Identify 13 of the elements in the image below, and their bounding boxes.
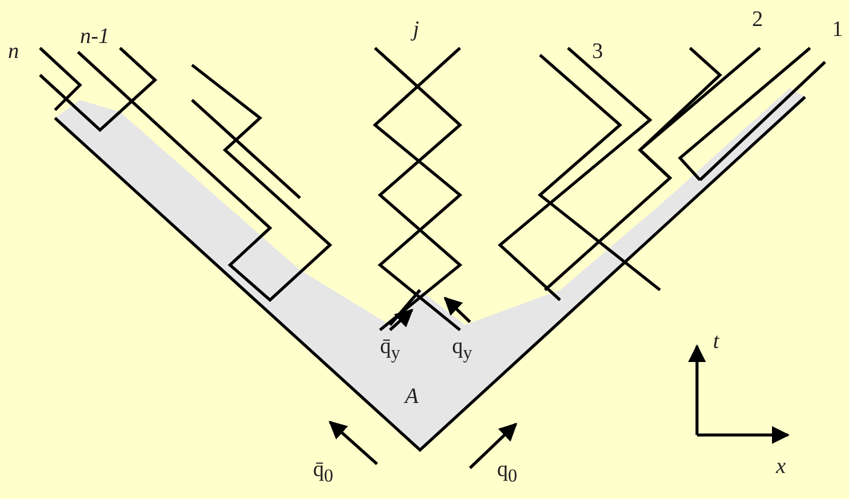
axis-label: t (713, 330, 720, 352)
quark-label: q$_{y}$ (452, 335, 472, 362)
axis-label: x (776, 455, 786, 477)
line-label: 1 (832, 18, 843, 40)
area-label: A (405, 385, 418, 407)
quark-label: q̄$_{0}$ (313, 458, 334, 485)
line-label: n-1 (80, 25, 110, 47)
line-label: 2 (752, 8, 763, 30)
quark-label: q$_{0}$ (497, 458, 518, 485)
line-label: 3 (592, 40, 603, 62)
line-label: j (413, 18, 420, 40)
line-label: n (8, 40, 19, 62)
quark-label: q̄$_{y}$ (380, 335, 400, 362)
